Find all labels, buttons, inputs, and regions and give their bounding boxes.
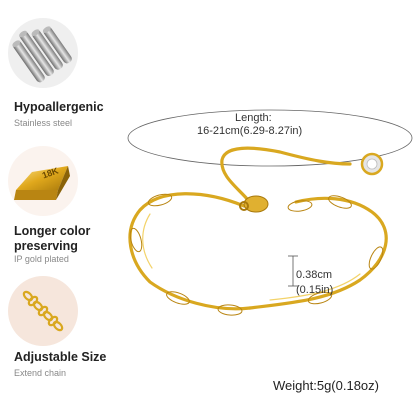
length-value: 16-21cm(6.29-8.27in) xyxy=(197,125,303,137)
gold-bar-icon: 18K xyxy=(8,146,78,216)
width-value-cm: 0.38cm xyxy=(296,269,333,281)
feature-title-color: Longer color preserving xyxy=(14,224,91,253)
feature-title-hypoallergenic: Hypoallergenic xyxy=(14,100,104,114)
crystal-charm xyxy=(360,152,384,176)
feature-title-adjustable: Adjustable Size xyxy=(14,350,107,364)
width-value-in: (0.15in) xyxy=(296,284,334,296)
feature-subtitle-extend: Extend chain xyxy=(14,368,67,378)
extend-chain-icon xyxy=(8,276,78,346)
length-label: Length: xyxy=(235,112,272,124)
feature-subtitle-stainless: Stainless steel xyxy=(14,118,73,128)
steel-rods-icon xyxy=(8,18,78,88)
weight-label: Weight:5g(0.18oz) xyxy=(273,378,379,393)
feature-subtitle-ip-gold: IP gold plated xyxy=(14,254,69,264)
lobster-clasp xyxy=(239,195,269,213)
